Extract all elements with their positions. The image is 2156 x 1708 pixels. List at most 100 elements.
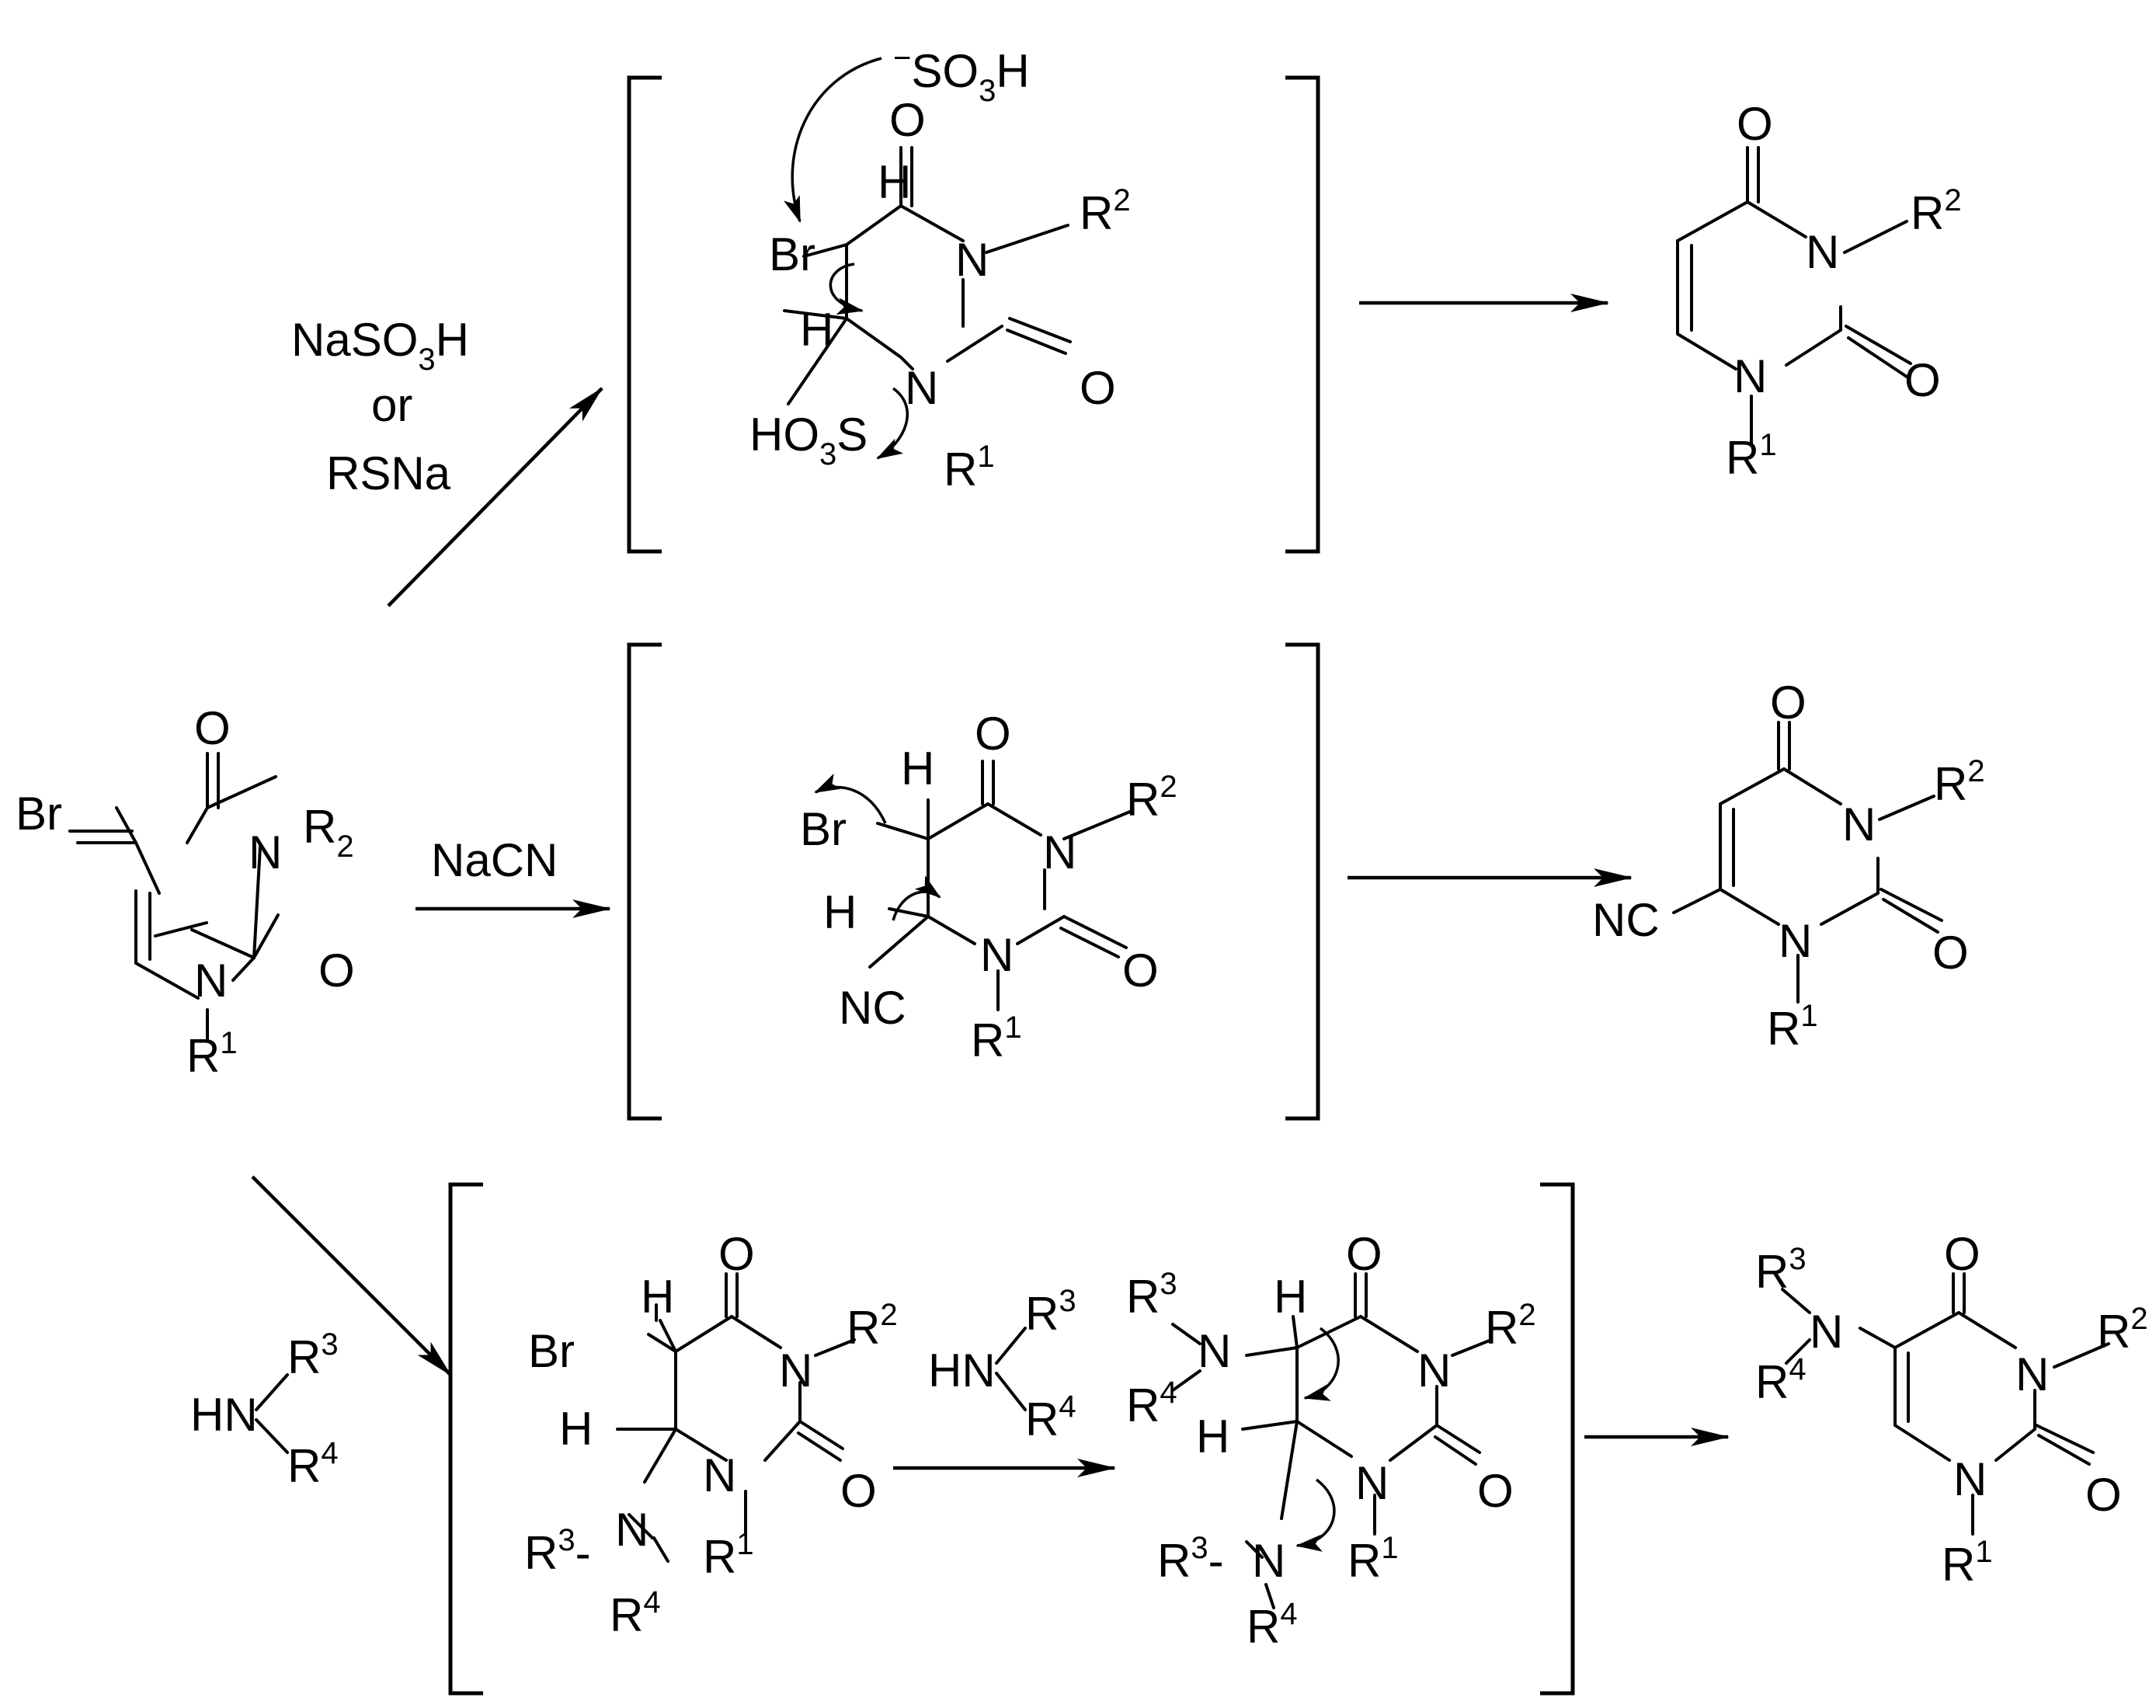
label-n3: N: [249, 826, 282, 878]
label-r2: R2: [1485, 1298, 1536, 1354]
product-6-cyanouracil: O N R2 O N R1 NC: [1592, 677, 1985, 1055]
label-o2: O: [2085, 1469, 2122, 1521]
reagent-rsna: RSNa: [326, 447, 451, 499]
label-o-c2: O: [318, 944, 355, 997]
svg-text:R3: R3: [1025, 1284, 1076, 1340]
label-br: Br: [800, 803, 847, 855]
label-o: O: [1737, 98, 1773, 150]
label-nc: NC: [1592, 894, 1660, 946]
intermediate-cyano: O N R2 O N R1 H Br H NC: [800, 708, 1177, 1066]
label-r1: R1: [703, 1527, 754, 1583]
reagent-or: or: [371, 379, 412, 431]
reagent-naso3h: NaSO3H: [291, 314, 469, 377]
label-h-top: H: [878, 156, 911, 208]
label-br: Br: [16, 788, 62, 840]
svg-text:R4: R4: [1025, 1390, 1076, 1445]
label-n1: N: [194, 955, 228, 1007]
svg-text:HN: HN: [928, 1344, 996, 1397]
reagent-amine-step2: HN R3 R4: [928, 1284, 1076, 1445]
label-nc: NC: [839, 982, 906, 1034]
label-r1: R1: [971, 1011, 1022, 1066]
label-r2: R2: [2097, 1302, 2148, 1358]
label-r2: R2: [1126, 770, 1177, 826]
label-n3: N: [1806, 226, 1839, 278]
label-n3: N: [2015, 1348, 2049, 1400]
label-h-lower: H: [823, 886, 857, 938]
label-r2: R2: [1934, 754, 1985, 810]
label-br: Br: [769, 228, 815, 280]
label-o: O: [975, 708, 1011, 760]
label-amine-n-bottom: N: [1252, 1535, 1285, 1587]
label-r1: R1: [1726, 428, 1777, 484]
curly-arrow-h-elim: [829, 263, 864, 315]
label-n1: N: [1779, 915, 1812, 967]
label-r3-bottom: R3-: [1157, 1531, 1224, 1587]
svg-text:HN: HN: [190, 1389, 258, 1441]
label-n1: N: [1733, 350, 1767, 402]
label-r4: R4: [610, 1585, 661, 1641]
label-o2: O: [1477, 1465, 1514, 1517]
intermediate-amino-adduct: O N R2 O N R1 H Br H N R3- R4: [524, 1228, 898, 1641]
svg-text:R4: R4: [287, 1436, 339, 1492]
label-o-top: O: [194, 702, 231, 754]
label-r2: R2: [303, 801, 354, 864]
label-n1: N: [1953, 1453, 1987, 1505]
label-o2: O: [1122, 944, 1159, 997]
label-r3: R3: [1755, 1242, 1807, 1298]
label-r4-top: R4: [1126, 1376, 1177, 1431]
curly-arrow-n-push: [1303, 1327, 1340, 1401]
label-o: O: [1944, 1228, 1980, 1280]
label-o2: O: [840, 1465, 877, 1517]
middle-route: NaCN O N R2 O N R1 H Br H NC O N R2 O N: [416, 642, 1985, 1121]
bracket-top-right: [1285, 75, 1320, 554]
label-n1: N: [980, 929, 1014, 981]
label-amine-n: N: [1810, 1306, 1843, 1358]
label-h-lower: H: [800, 304, 833, 356]
label-r2: R2: [847, 1298, 898, 1354]
curly-arrow-h-elim: [892, 875, 941, 921]
label-o2: O: [1080, 362, 1116, 414]
label-r4: R4: [1755, 1352, 1807, 1408]
label-n3: N: [955, 234, 989, 286]
label-r1: R1: [1767, 999, 1818, 1055]
product-uracil: O N R2 O N R1: [1676, 98, 1962, 484]
curly-arrow-so3h: [783, 57, 882, 223]
label-r1: R1: [944, 440, 995, 496]
label-o: O: [718, 1228, 755, 1280]
starting-material-5-bromouracil: Br O N R2 O N R1: [16, 702, 355, 1082]
label-h-top: H: [641, 1271, 674, 1323]
bracket-top-left: [627, 75, 662, 554]
label-o: O: [1346, 1228, 1382, 1280]
label-r3-top: R3: [1126, 1267, 1177, 1323]
bracket-middle-right: [1285, 642, 1320, 1121]
label-br: Br: [528, 1325, 575, 1377]
curly-arrow-br-leave: [814, 773, 887, 824]
label-o: O: [889, 94, 926, 146]
label-r2: R2: [1911, 183, 1962, 239]
label-r2: R2: [1080, 183, 1131, 239]
label-h-top: H: [901, 743, 934, 795]
label-n1: N: [703, 1449, 736, 1501]
label-r1: R1: [1942, 1535, 1993, 1591]
label-n1: N: [905, 362, 938, 414]
label-h-lower: H: [559, 1403, 593, 1455]
label-ho3s: HO3S: [749, 409, 868, 471]
label-so3h-anion: −SO3H: [893, 41, 1030, 108]
label-r4-bottom: R4: [1247, 1597, 1298, 1653]
label-n3: N: [1417, 1344, 1451, 1397]
curly-arrow-so3-leave: [876, 387, 909, 460]
bracket-middle-left: [627, 642, 662, 1121]
label-o2: O: [1932, 927, 1969, 979]
label-o2: O: [1904, 354, 1941, 406]
label-amine-n: N: [615, 1504, 649, 1556]
top-route: NaSO3H or RSNa O N R2 O N R1 H Br H HO3S…: [291, 41, 1962, 607]
bracket-bottom-right: [1540, 1182, 1575, 1696]
label-n3: N: [1842, 798, 1876, 851]
curly-arrow-amine-leave: [1295, 1478, 1336, 1552]
label-n3: N: [1043, 826, 1076, 878]
reagent-nacn: NaCN: [431, 834, 558, 886]
svg-text:R3: R3: [287, 1327, 339, 1383]
label-o: O: [1770, 677, 1807, 729]
reagent-amine: HN R3 R4: [190, 1327, 339, 1492]
